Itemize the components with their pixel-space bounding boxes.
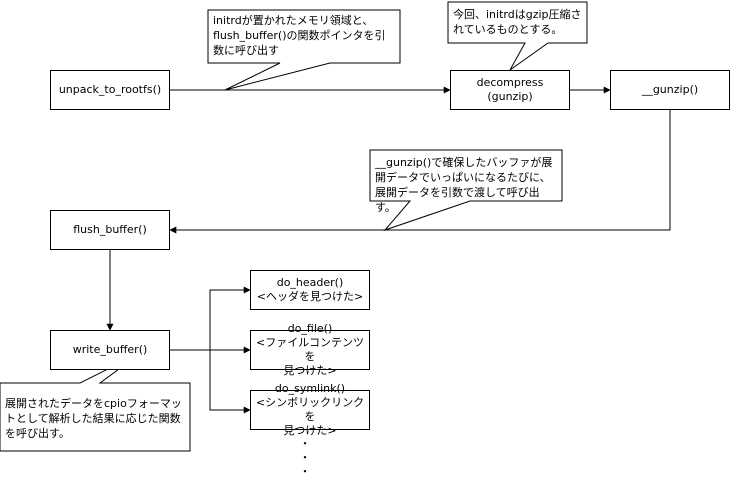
node-decompress: decompress (gunzip) — [450, 70, 570, 110]
callout-gunzip-buffer: __gunzip()で確保したバッファが展開データでいっぱいになるたびに、展開デ… — [375, 156, 553, 214]
node-decompress-label: decompress (gunzip) — [476, 76, 544, 103]
node-unpack-to-rootfs-label: unpack_to_rootfs() — [58, 83, 162, 96]
node-write-buffer: write_buffer() — [50, 330, 170, 370]
node-do-file-label: do_file() <ファイルコンテンツを 見つけた> — [256, 322, 364, 377]
callout-gzip: 今回、initrdはgzip圧縮されているものとする。 — [453, 8, 582, 36]
node-do-file: do_file() <ファイルコンテンツを 見つけた> — [250, 322, 370, 377]
node-do-header-label: do_header() <ヘッダを見つけた> — [256, 276, 364, 303]
callout-initrd-region-bubble — [207, 9, 401, 91]
node-do-symlink-label: do_symlink() <シンボリックリンクを 見つけた> — [255, 382, 365, 437]
node-flush-buffer-label: flush_buffer() — [73, 223, 147, 236]
continuation-dots: ・ ・ ・ — [299, 437, 311, 478]
node-write-buffer-label: write_buffer() — [72, 343, 148, 356]
arrow-write-to-do-symlink — [209, 350, 251, 414]
callout-cpio-parse: 展開されたデータをcpioフォーマットとして解析した結果に応じた関数を呼び出す。 — [5, 397, 182, 440]
node-do-symlink: do_symlink() <シンボリックリンクを 見つけた> — [250, 382, 370, 437]
arrow-write-to-do-header — [209, 286, 251, 350]
node-do-header: do_header() <ヘッダを見つけた> — [250, 270, 370, 310]
node-gunzip: __gunzip() — [610, 70, 730, 110]
callout-initrd-region: initrdが置かれたメモリ領域と、flush_buffer()の関数ポインタを… — [213, 14, 386, 57]
node-unpack-to-rootfs: unpack_to_rootfs() — [50, 70, 170, 110]
node-flush-buffer: flush_buffer() — [50, 210, 170, 250]
callout-cpio-parse-bubble — [0, 351, 191, 452]
arrow-gunzip-to-flush — [169, 110, 671, 234]
callout-gunzip-buffer-bubble — [369, 149, 563, 232]
node-gunzip-label: __gunzip() — [641, 83, 699, 96]
callout-gzip-bubble — [447, 1, 588, 71]
